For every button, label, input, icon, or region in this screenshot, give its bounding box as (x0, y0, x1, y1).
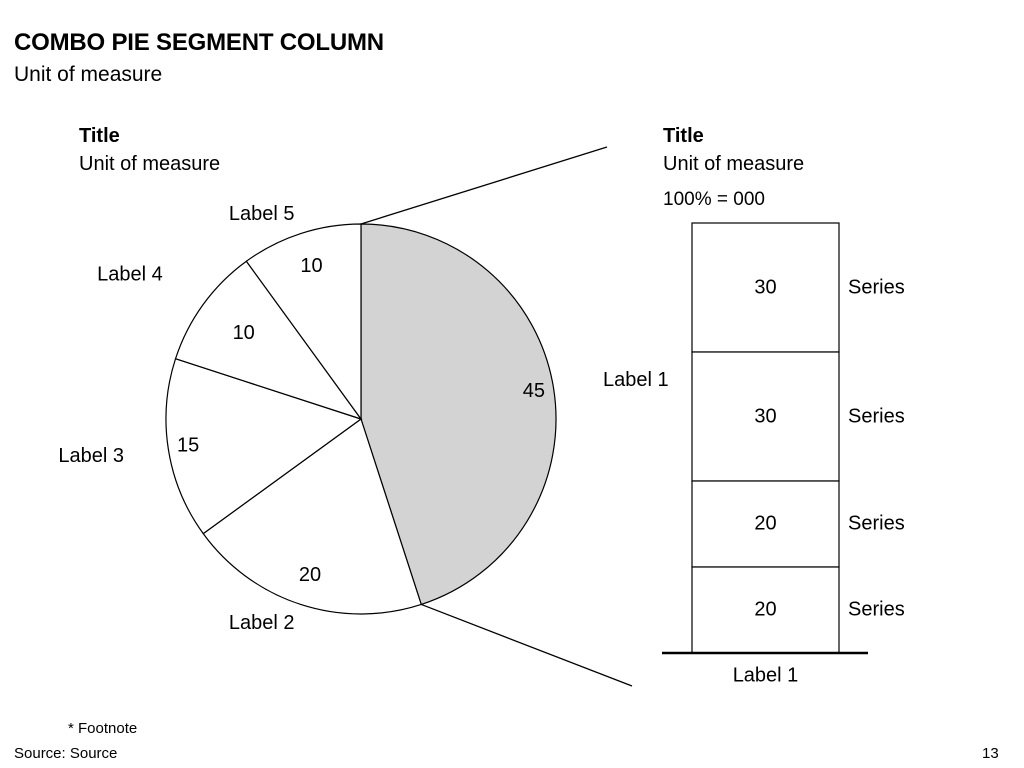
column-segment-value-4: 20 (754, 598, 776, 620)
column-segment-value-1: 30 (754, 276, 776, 298)
column-segment-value-2: 30 (754, 405, 776, 427)
column-segment-2 (691, 351, 840, 482)
connector-line-bottom (421, 603, 633, 687)
pie-label-5: Label 5 (229, 203, 295, 225)
column-segment-4 (691, 566, 840, 654)
column-segment-value-3: 20 (754, 512, 776, 534)
footnote: * Footnote (68, 720, 138, 737)
pie-slice-3 (165, 357, 363, 535)
pie-slice-1 (360, 223, 557, 606)
page-subtitle: Unit of measure (14, 63, 163, 86)
pie-value-3: 15 (177, 435, 199, 457)
column-series-label-4: Series (848, 598, 905, 620)
pie-label-2: Label 2 (229, 612, 295, 634)
column-total-label: 100% = 000 (663, 189, 765, 210)
column-category-label: Label 1 (733, 664, 799, 686)
pie-chart-unit: Unit of measure (79, 153, 221, 175)
column-segment-1 (691, 222, 840, 353)
column-chart-unit: Unit of measure (663, 153, 805, 175)
page-number: 13 (982, 745, 999, 762)
page-title: COMBO PIE SEGMENT COLUMN (14, 29, 384, 56)
column-chart-title: Title (663, 125, 704, 147)
pie-slice-2 (202, 418, 423, 615)
column-series-label-1: Series (848, 276, 905, 298)
column-series-label-3: Series (848, 512, 905, 534)
pie-value-5: 10 (300, 255, 322, 277)
pie-slice-5 (245, 223, 362, 421)
pie-slice-4 (174, 260, 363, 421)
pie-value-1: 45 (523, 380, 545, 402)
pie-value-4: 10 (233, 322, 255, 344)
source-note: Source: Source (14, 745, 118, 762)
pie-label-3: Label 3 (58, 445, 124, 467)
column-series-label-2: Series (848, 405, 905, 427)
connector-line-top (360, 146, 608, 225)
pie-label-1: Label 1 (603, 369, 669, 391)
column-segment-3 (691, 480, 840, 568)
pie-chart-title: Title (79, 125, 120, 147)
pie-label-4: Label 4 (97, 263, 163, 285)
pie-value-2: 20 (299, 564, 321, 586)
